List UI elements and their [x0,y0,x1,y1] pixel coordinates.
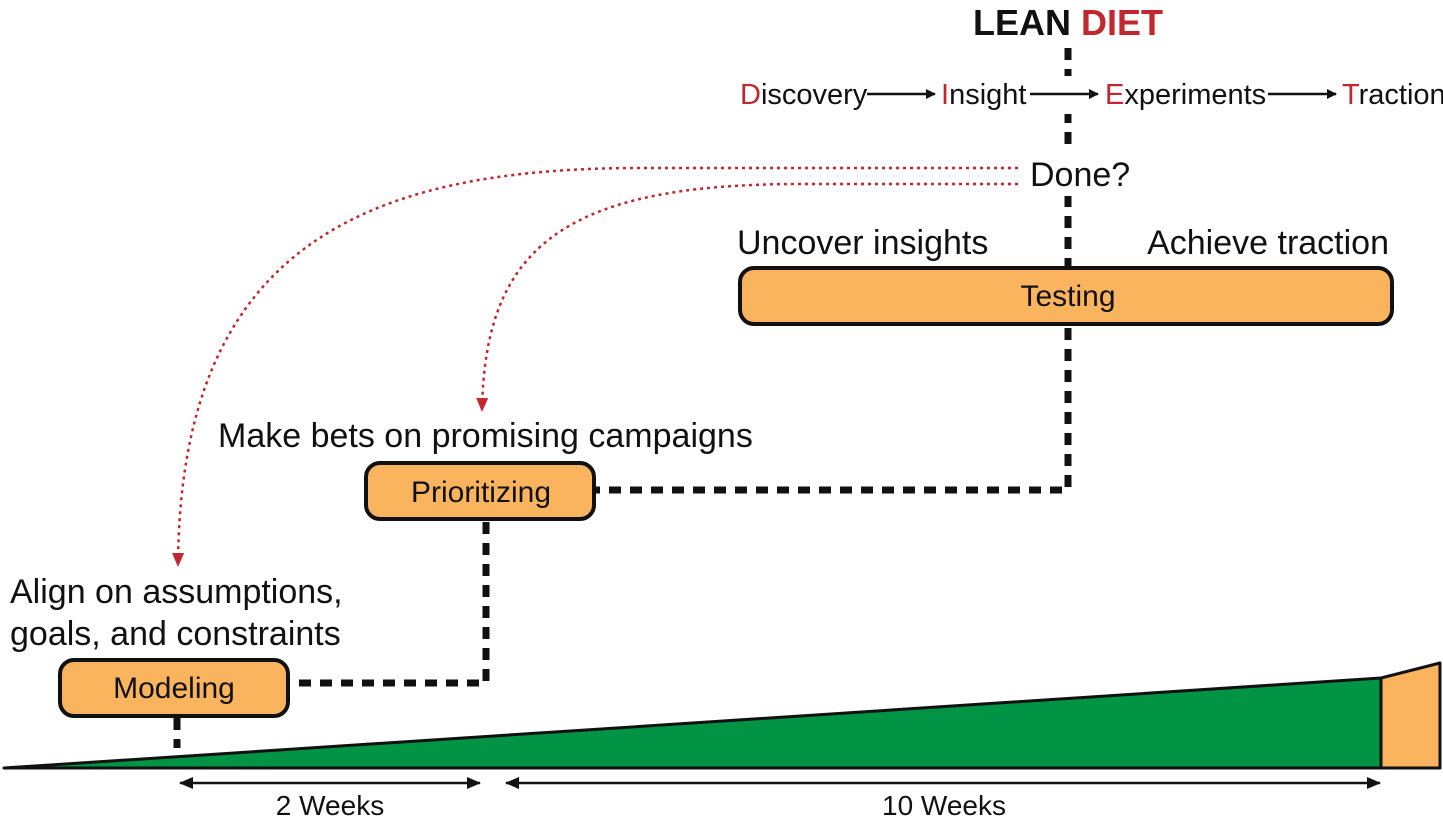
duration-second-label: 10 Weeks [882,790,1006,821]
prioritizing-note: Make bets on promising campaigns [218,417,753,455]
title-highlight: DIET [1081,2,1163,43]
connector-testing-prioritizing [596,328,1072,494]
flow-step-insight: Insight [941,79,1026,111]
connector-prioritizing-modeling [289,522,490,687]
prioritizing-box-label: Prioritizing [411,476,551,509]
modeling-box-label: Modeling [113,672,235,705]
flow-step-discovery: Discovery [740,79,868,111]
diagram-title: LEAN DIET [973,2,1163,43]
ramp-end-block [1379,661,1442,770]
testing-box [738,266,1394,326]
modeling-note-line2: goals, and constraints [10,615,341,653]
modeling-box [58,658,290,718]
duration-first-label: 2 Weeks [276,790,384,821]
testing-note-right: Achieve traction [1147,224,1389,262]
done-label: Done? [1030,156,1130,194]
flow-step-traction: Traction [1342,79,1443,111]
prioritizing-box [364,461,596,521]
feedback-loop-to-modeling [172,166,1018,567]
title-prefix: LEAN [973,2,1071,43]
flow-sequence: Discovery Insight Experiments Traction [735,76,1443,114]
testing-box-label: Testing [1020,280,1115,313]
testing-note-left: Uncover insights [737,224,988,262]
modeling-note-line1: Align on assumptions, [10,573,343,611]
flow-step-experiments: Experiments [1105,79,1266,111]
